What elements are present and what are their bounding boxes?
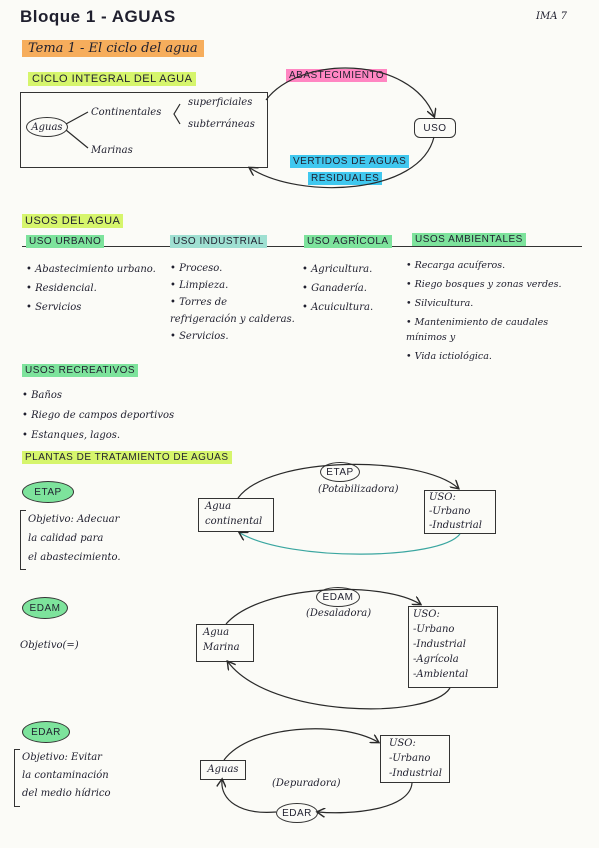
edam-sub: (Desaladora) [306,608,372,619]
vertidos-label-2: RESIDUALES [308,172,383,185]
col-industrial-list: • Proceso. • Limpieza. • Torres de refri… [170,260,296,345]
edam-objective: Objetivo(=) [20,640,79,651]
vertidos-label-1: VERTIDOS DE AGUAS [290,155,410,168]
edar-sub: (Depuradora) [272,778,341,789]
edar-to-node-arrow [318,782,413,813]
edam-uso-line: -Urbano [413,624,455,635]
brace-icon [173,103,181,125]
col-urbano-title: USO URBANO [26,235,105,248]
edar-objective-bracket [14,749,20,807]
etap-uso-line: -Industrial [429,520,482,531]
list-item: • Acuicultura. [302,302,374,313]
plantas-heading: PLANTAS DE TRATAMIENTO DE AGUAS [22,451,232,464]
etap-sub: (Potabilizadora) [318,484,399,495]
etap-tag: ETAP [22,481,74,503]
vertidos-arrow [250,136,435,189]
edar-uso-line: -Industrial [389,768,442,779]
list-item: • Recarga acuíferos. [406,260,506,271]
list-item: • Baños [22,390,62,401]
edam-uso-line: -Ambiental [413,669,469,680]
list-item: • Mantenimiento de caudales mínimos y [406,317,549,343]
etap-uso-line: -Urbano [429,506,471,517]
etap-node: ETAP [320,462,360,482]
list-item: • Riego de campos deportivos [22,410,175,421]
edar-objective-line: la contaminación [22,770,109,781]
superficiales-label: superficiales [188,97,253,108]
edar-objective-line: del medio hídrico [22,788,111,799]
aguas-oval: Aguas [26,117,68,137]
edar-uso-line: -Urbano [389,753,431,764]
continentales-label: Continentales [91,107,162,118]
list-item: • Limpieza. [170,280,229,291]
edam-origin-box: Agua Marina [196,624,254,662]
edar-uso-line: USO: [389,738,416,749]
ciclo-box [20,92,268,168]
edam-origin-line: Agua [203,627,230,638]
edar-node-to-aguas-arrow [222,780,277,813]
edam-uso-line: USO: [413,609,440,620]
list-item: • Silvicultura. [406,298,474,309]
etap-objective-line: Objetivo: Adecuar [28,514,120,525]
page-title: Bloque 1 - AGUAS [20,7,176,26]
topic-title: Tema 1 - El ciclo del agua [22,40,204,57]
list-item: • Servicios. [170,331,229,342]
etap-origin-box: Agua continental [198,498,274,532]
recreativos-heading: USOS RECREATIVOS [22,364,139,377]
etap-origin-line: continental [205,516,263,527]
etap-objective: Objetivo: Adecuar la calidad para el aba… [28,510,121,567]
list-item: • Proceso. [170,263,223,274]
etap-bottom-arrow [240,533,461,555]
usos-heading: USOS DEL AGUA [22,214,124,228]
col-ambientales-title: USOS AMBIENTALES [412,233,526,246]
subterraneas-label: subterráneas [188,119,255,130]
etap-uso-box: USO: -Urbano -Industrial [424,490,496,534]
edar-tag: EDAR [22,721,70,743]
col-urbano-list: • Abastecimiento urbano. • Residencial. … [26,260,156,317]
abastecimiento-arrow [265,67,434,116]
branch-line [65,111,89,125]
col-industrial-title: USO INDUSTRIAL [170,235,267,248]
ciclo-heading: CICLO INTEGRAL DEL AGUA [28,72,197,86]
etap-objective-line: el abastecimiento. [28,552,121,563]
edam-bottom-arrow [228,662,451,710]
list-item: • Ganadería. [302,283,367,294]
col-ambientales-list: • Recarga acuíferos. • Riego bosques y z… [406,258,584,364]
list-item: • Riego bosques y zonas verdes. [406,279,562,290]
edam-uso-box: USO: -Urbano -Industrial -Agrícola -Ambi… [408,606,498,688]
col-agricola-title: USO AGRÍCOLA [304,235,392,248]
branch-line [65,129,89,149]
edar-objective-line: Objetivo: Evitar [22,752,102,763]
list-item: • Servicios [26,302,82,313]
etap-uso-line: USO: [429,492,456,503]
list-item: • Estanques, lagos. [22,430,121,441]
etap-objective-bracket [20,510,26,570]
marinas-label: Marinas [91,145,133,156]
edar-uso-box: USO: -Urbano -Industrial [380,735,450,783]
edam-top-arrow [225,588,420,625]
edar-objective: Objetivo: Evitar la contaminación del me… [22,749,111,803]
list-item: • Torres de refrigeración y calderas. [170,297,295,325]
etap-objective-line: la calidad para [28,533,104,544]
list-item: • Residencial. [26,283,97,294]
list-item: • Agricultura. [302,264,373,275]
recreativos-list: • Baños • Riego de campos deportivos • E… [22,386,174,446]
list-item: • Vida ictiológica. [406,351,492,362]
edam-origin-line: Marina [203,642,240,653]
uso-oval: USO [414,118,456,138]
edar-top-arrow [223,728,378,761]
edam-uso-line: -Industrial [413,639,466,650]
edam-uso-line: -Agrícola [413,654,459,665]
edam-tag: EDAM [22,597,68,619]
list-item: • Abastecimiento urbano. [26,264,156,275]
etap-origin-line: Agua [205,501,232,512]
corner-label: IMA 7 [536,11,567,22]
edam-node: EDAM [316,587,360,607]
col-agricola-list: • Agricultura. • Ganadería. • Acuicultur… [302,260,373,317]
usos-divider [22,246,582,247]
etap-top-arrow [237,463,458,499]
